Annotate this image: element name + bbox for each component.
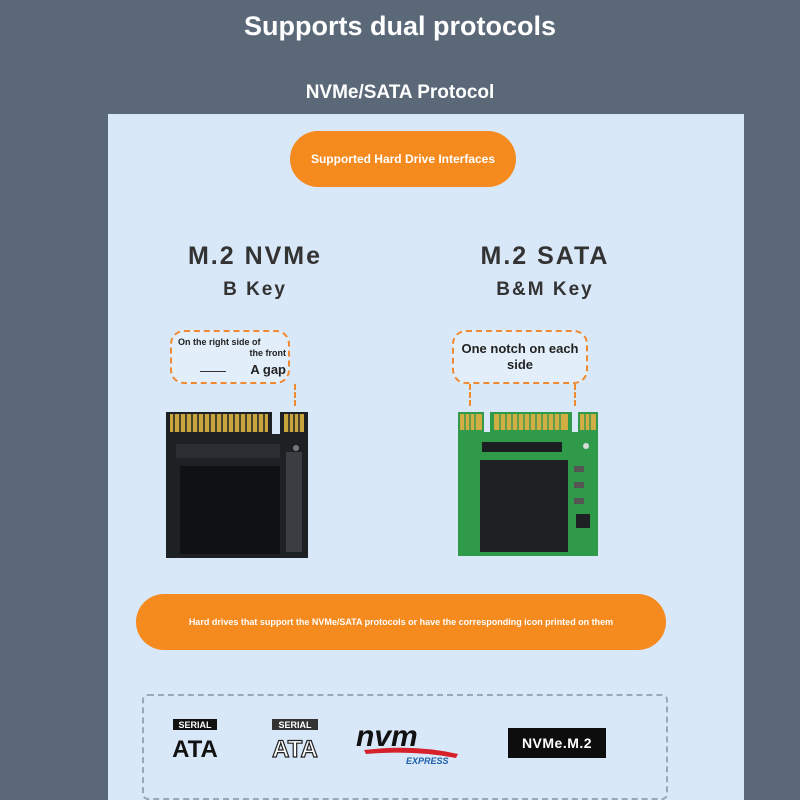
nvm-label: nvm [356, 720, 418, 753]
express-label: EXPRESS [406, 756, 449, 766]
callout-dash [200, 371, 226, 372]
sata-notch-callout: One notch on each side [452, 330, 588, 384]
serial-label: SERIAL [178, 720, 212, 730]
serial-label: SERIAL [278, 720, 312, 730]
sata-key-label: B&M Key [496, 279, 594, 300]
supported-interfaces-badge: Supported Hard Drive Interfaces [290, 131, 516, 187]
nvme-heading: M.2 NVMe [187, 242, 323, 270]
nvm-express-icon: nvm EXPRESS [356, 720, 458, 766]
callout-pointer-right [574, 384, 576, 406]
nvme-notch-callout: On the right side of the front A gap [170, 330, 290, 384]
nvm-express-logo: nvm EXPRESS [354, 720, 460, 766]
nvme-m2-logo: NVMe.M.2 [508, 728, 606, 758]
protocol-logos-box [142, 694, 668, 800]
callout-text-line1: On the right side of [178, 337, 261, 347]
callout-pointer-left [469, 384, 471, 406]
info-panel: Supported Hard Drive Interfaces M.2 NVMe… [108, 114, 744, 800]
callout-text: One notch on each side [461, 341, 579, 372]
page-subtitle: NVMe/SATA Protocol [305, 82, 495, 103]
compatibility-note-banner: Hard drives that support the NVMe/SATA p… [136, 594, 666, 650]
serial-ata-logo-alt: SERIAL ATA [270, 717, 320, 764]
sata-heading: M.2 SATA [480, 242, 610, 270]
serial-ata-logo: SERIAL ATA [171, 717, 219, 763]
ata-label: ATA [272, 736, 318, 761]
nvme-b-key-ssd-image [166, 412, 308, 558]
callout-text-line2: the front [249, 348, 287, 358]
ata-label: ATA [172, 736, 218, 761]
nvme-key-label: B Key [223, 279, 287, 300]
serial-ata-alt-icon: SERIAL ATA [272, 719, 318, 764]
callout-pointer [294, 384, 296, 406]
callout-text-line3: A gap [250, 362, 286, 377]
serial-ata-icon: SERIAL ATA [172, 719, 218, 763]
page-title: Supports dual protocols [243, 11, 556, 41]
sata-bm-key-ssd-image [458, 412, 598, 556]
